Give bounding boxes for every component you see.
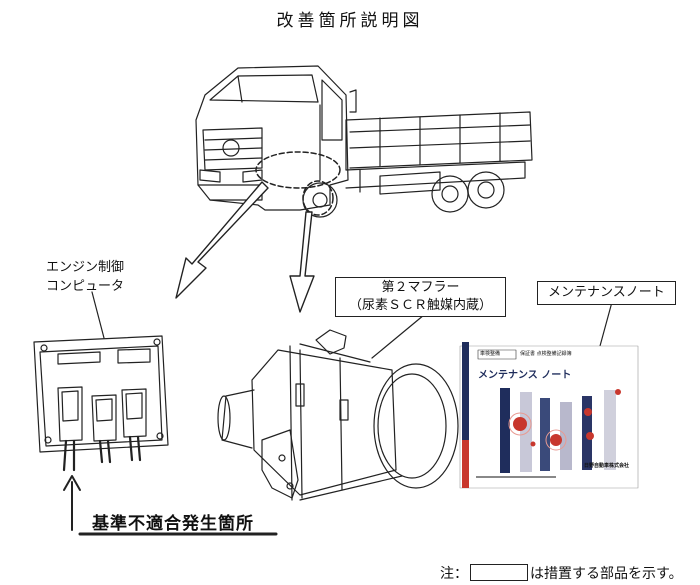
footnote: 注： は措置する部品を示す。 bbox=[440, 563, 683, 583]
note-leader-line bbox=[599, 301, 613, 347]
muffler-label-line-2: （尿素ＳＣＲ触媒内蔵） bbox=[348, 298, 492, 313]
footnote-box-sample bbox=[470, 564, 528, 581]
notebook-header-tag: 車検整備 bbox=[480, 351, 501, 357]
footnote-suffix: は措置する部品を示す。 bbox=[530, 566, 683, 582]
truck-illustration bbox=[195, 65, 533, 218]
ecu-label: エンジン制御 コンピュータ bbox=[46, 258, 124, 296]
ecu-leader-line bbox=[91, 291, 105, 339]
muffler-label-box: 第２マフラー （尿素ＳＣＲ触媒内蔵） bbox=[335, 277, 506, 317]
notebook-publisher: 日野自動車株式会社 bbox=[584, 463, 630, 469]
ecu-label-line-2: コンピュータ bbox=[46, 279, 125, 294]
footnote-prefix: 注： bbox=[440, 566, 468, 582]
muffler-leader-line bbox=[371, 309, 431, 359]
ecu-illustration bbox=[33, 335, 278, 536]
ecu-label-line-1: エンジン制御 bbox=[46, 260, 125, 275]
problem-location-label: 基準不適合発生箇所 bbox=[92, 514, 254, 534]
notebook-title: メンテナンス ノート bbox=[478, 370, 572, 381]
muffler-illustration bbox=[217, 329, 459, 501]
arrow-to-ecu bbox=[175, 181, 269, 299]
maintenance-notebook bbox=[459, 342, 639, 489]
arrow-to-muffler bbox=[289, 211, 315, 313]
maintenance-note-label-box: メンテナンスノート bbox=[537, 281, 676, 305]
muffler-label-line-1: 第２マフラー bbox=[381, 280, 460, 295]
page-title: 改善箇所説明図 bbox=[276, 11, 424, 31]
notebook-header-suffix: 保証書 点検整備記録簿 bbox=[520, 351, 572, 357]
